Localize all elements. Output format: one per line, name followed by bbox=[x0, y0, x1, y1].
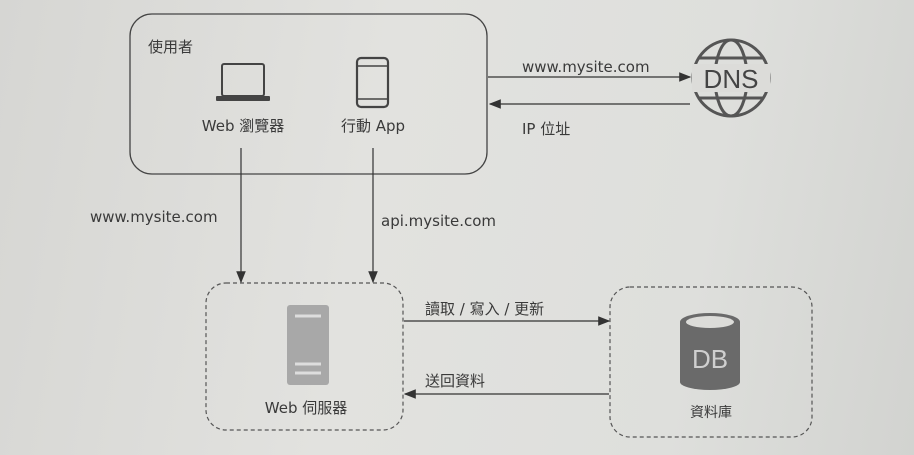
users-title: 使用者 bbox=[148, 38, 194, 56]
dns-label: DNS bbox=[704, 64, 759, 94]
database-cylinder-icon: DB bbox=[680, 313, 740, 390]
db-response-label: 送回資料 bbox=[425, 372, 486, 390]
web-browser-label: Web 瀏覽器 bbox=[201, 117, 285, 135]
web-server-box bbox=[205, 282, 404, 431]
dns-globe-icon: DNS bbox=[691, 38, 771, 118]
browser-domain-label: www.mysite.com bbox=[90, 208, 218, 226]
mobile-phone-icon bbox=[355, 56, 390, 109]
dns-request-label: www.mysite.com bbox=[522, 58, 650, 76]
database-icon-text: DB bbox=[692, 344, 728, 374]
mobile-app-label: 行動 App bbox=[340, 117, 406, 135]
dns-response-label: IP 位址 bbox=[522, 120, 571, 138]
users-box bbox=[129, 13, 488, 175]
laptop-icon bbox=[216, 63, 270, 101]
database-box bbox=[609, 286, 813, 438]
app-domain-label: api.mysite.com bbox=[381, 212, 497, 230]
db-request-label: 讀取 / 寫入 / 更新 bbox=[425, 300, 545, 318]
server-icon bbox=[287, 305, 329, 385]
database-label: 資料庫 bbox=[690, 405, 732, 421]
web-server-label: Web 伺服器 bbox=[264, 399, 348, 417]
